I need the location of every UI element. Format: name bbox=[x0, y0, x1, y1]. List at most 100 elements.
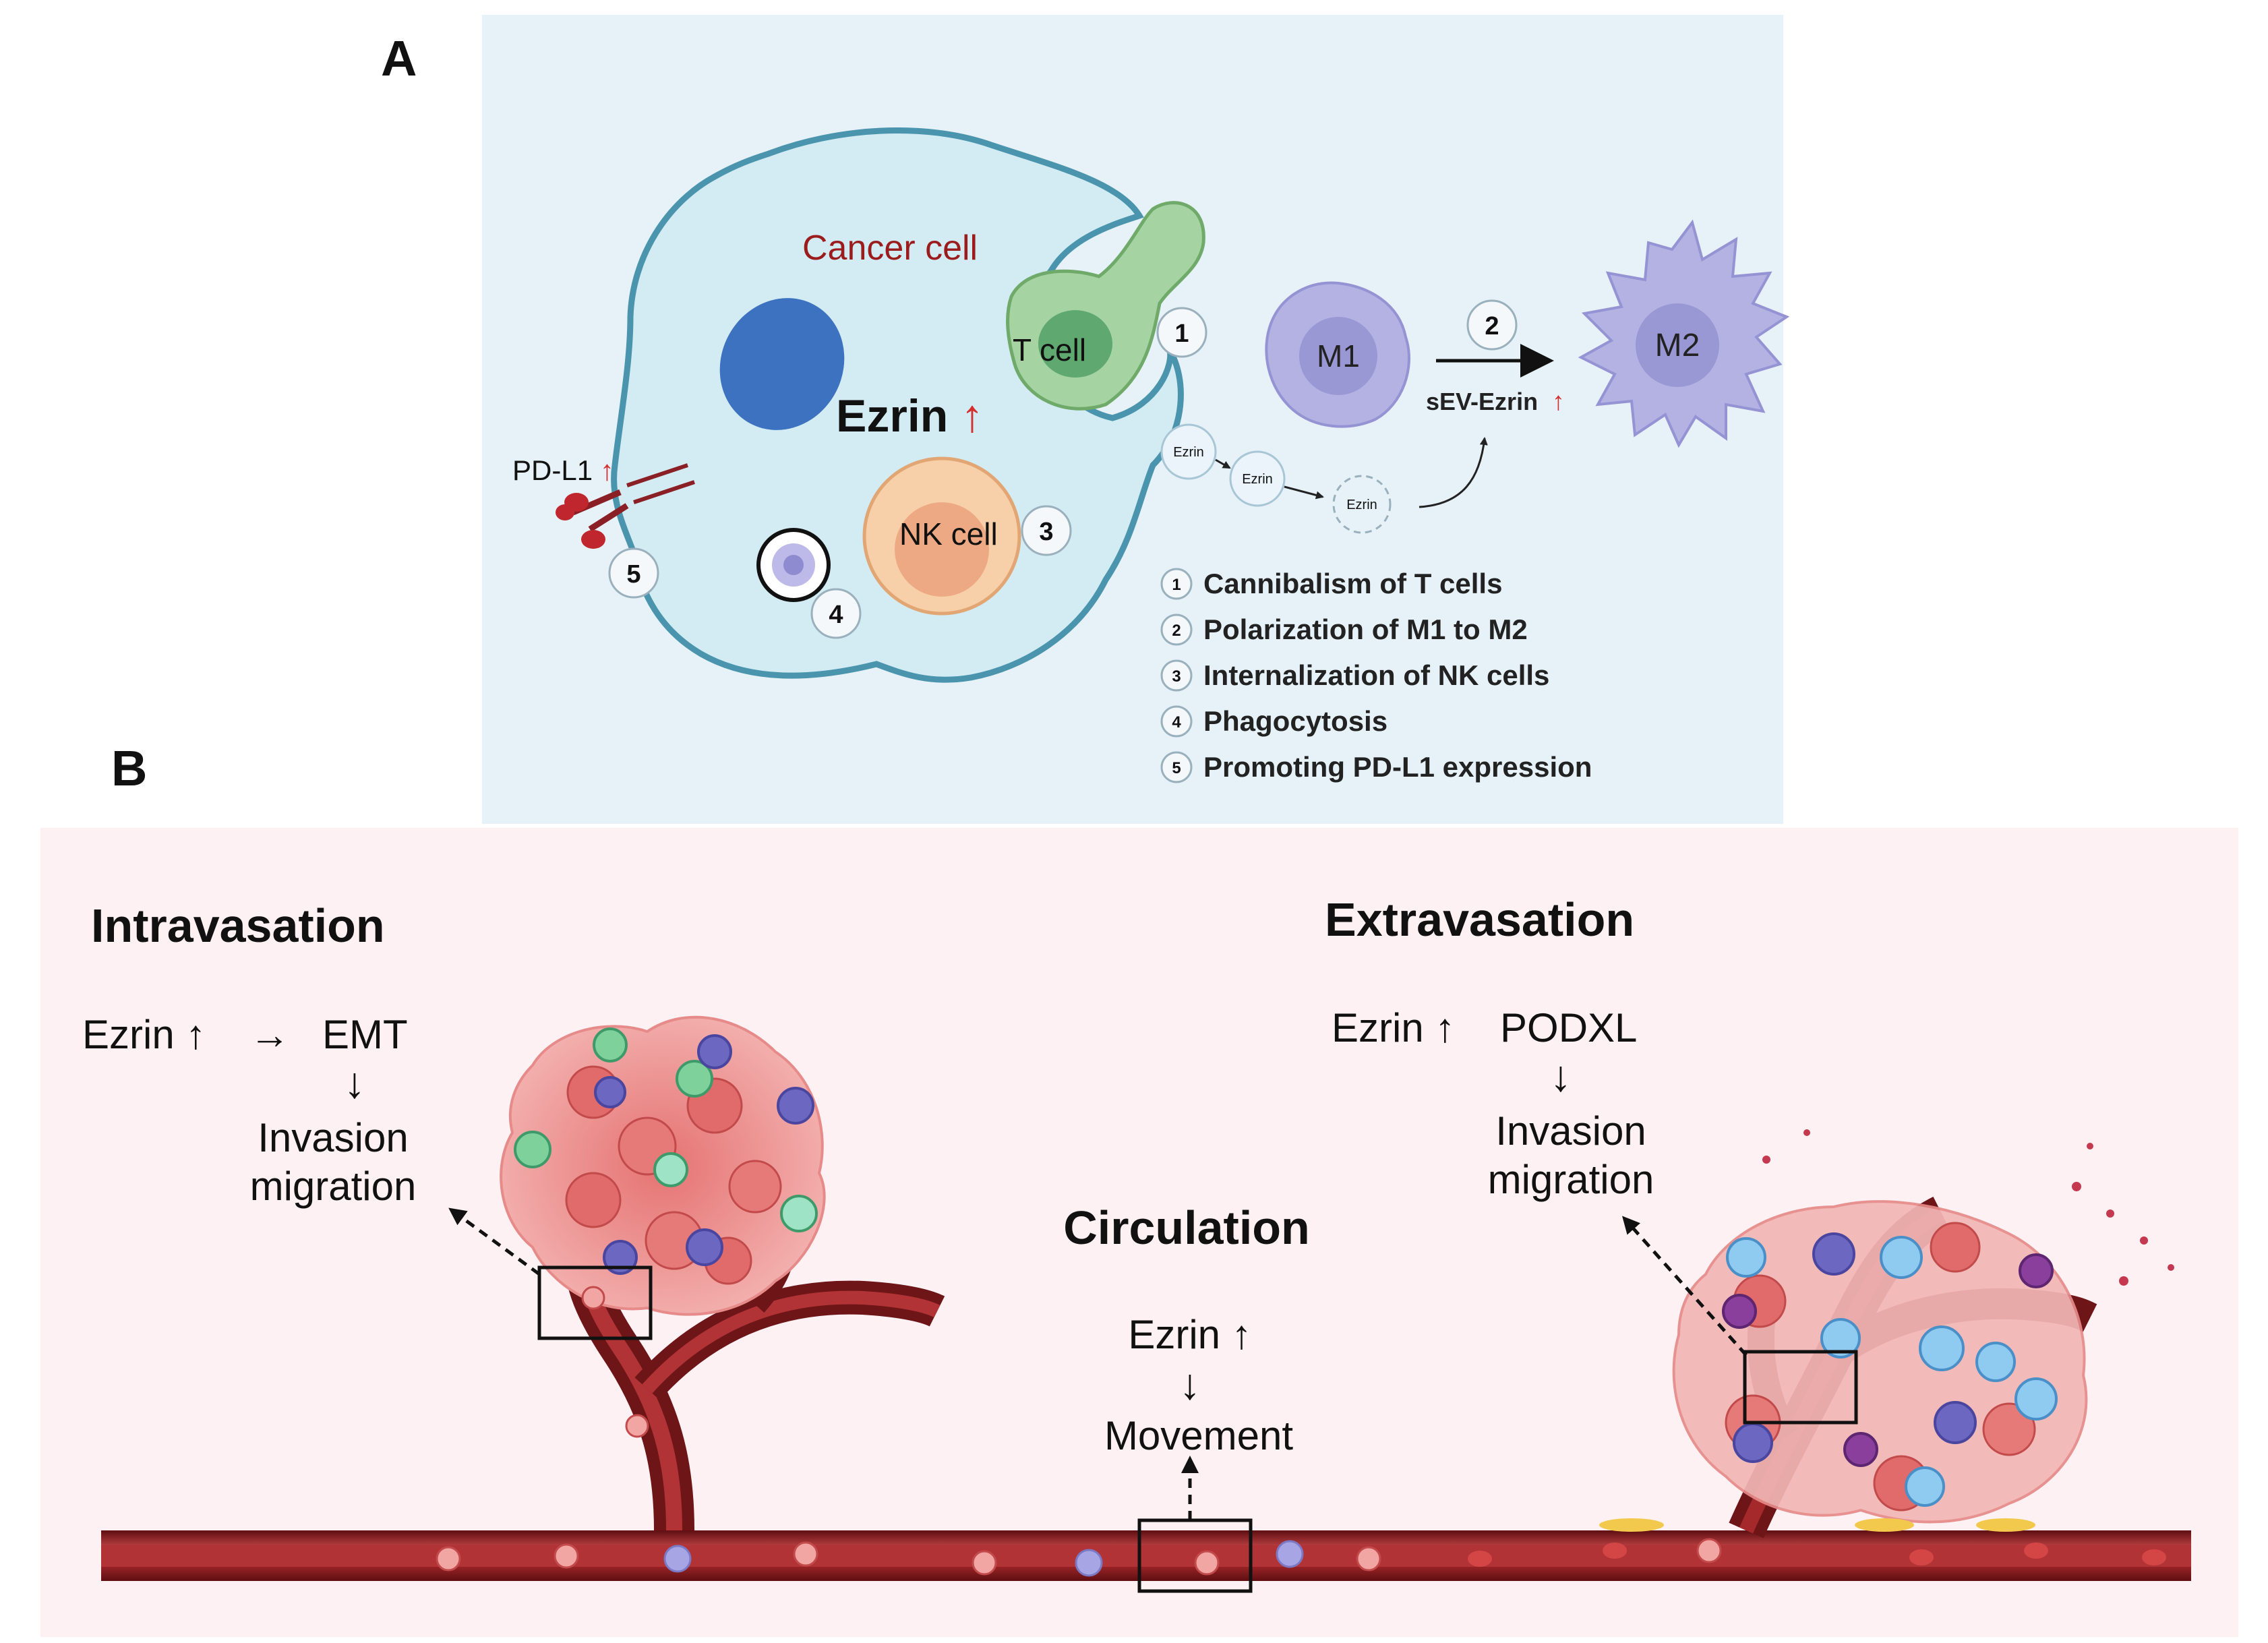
secreted-particle bbox=[2140, 1236, 2148, 1245]
ezrin-up-arrow: ↑ bbox=[961, 390, 984, 442]
immune-cell-purple bbox=[1722, 1294, 1757, 1329]
immune-cell-green bbox=[780, 1195, 818, 1232]
legend-text-1: Cannibalism of T cells bbox=[1203, 568, 1502, 599]
secreted-particle bbox=[1803, 1129, 1810, 1136]
m1-label: M1 bbox=[1317, 338, 1360, 374]
legend-text-5: Promoting PD-L1 expression bbox=[1203, 751, 1592, 783]
vesicle-3-label: Ezrin bbox=[1346, 498, 1377, 512]
phagocytosis-vesicle bbox=[756, 528, 831, 602]
marker-1-circle bbox=[1156, 307, 1207, 358]
intravasation-dashed-arrow bbox=[448, 1207, 541, 1276]
marker-5: 5 bbox=[608, 547, 659, 599]
legend-num-1: 1 bbox=[1172, 576, 1181, 594]
marker-2-label: 2 bbox=[1485, 312, 1499, 340]
left-branch-2-inner bbox=[642, 1290, 941, 1394]
red-blood-cell-flat bbox=[2024, 1543, 2048, 1559]
vesicle-2 bbox=[1229, 450, 1286, 507]
metastatic-tumor bbox=[1599, 1129, 2174, 1532]
nk-cell: NK cell bbox=[862, 456, 1021, 616]
secreted-particle bbox=[2072, 1182, 2081, 1191]
immune-cell-purple bbox=[697, 1034, 732, 1069]
immune-cell-blue bbox=[1726, 1237, 1766, 1278]
legend-marker-4 bbox=[1160, 705, 1193, 738]
nk-cell-nucleus bbox=[895, 502, 989, 597]
t-cell: T cell bbox=[1006, 201, 1205, 411]
pd-l1-up-arrow: ↑ bbox=[600, 454, 614, 486]
pd-l1-stem-2 bbox=[588, 503, 629, 532]
ezrin-label: Ezrin bbox=[836, 390, 948, 442]
vesicle-arrow-1 bbox=[1215, 458, 1231, 469]
red-blood-cell bbox=[1696, 1538, 1722, 1563]
legend-text-4: Phagocytosis bbox=[1203, 705, 1387, 737]
pd-l1-head-2 bbox=[581, 530, 605, 549]
pd-l1-membrane-1 bbox=[626, 463, 688, 487]
legend-item-5: 5 Promoting PD-L1 expression bbox=[1160, 751, 1592, 783]
tumor-cell bbox=[728, 1160, 782, 1214]
pd-l1-membrane-2 bbox=[633, 480, 695, 504]
immune-cell-blue bbox=[1919, 1325, 1965, 1371]
red-blood-cell-flat bbox=[1603, 1543, 1627, 1559]
endothelial-cell bbox=[1976, 1518, 2035, 1532]
endothelial-cell bbox=[1855, 1518, 1914, 1532]
immune-cell-blue bbox=[2015, 1377, 2058, 1421]
immune-cell-blue bbox=[1820, 1318, 1861, 1358]
legend-marker-2 bbox=[1160, 614, 1193, 646]
red-blood-cell-flat bbox=[1468, 1551, 1492, 1567]
marker-1-label: 1 bbox=[1174, 320, 1189, 348]
red-blood-cell bbox=[581, 1286, 605, 1310]
marker-5-circle bbox=[608, 547, 659, 599]
circulation-down-arrow: ↓ bbox=[1179, 1360, 1201, 1408]
ezrin-vesicles: Ezrin Ezrin Ezrin bbox=[1160, 423, 1488, 534]
circulation-movement: Movement bbox=[1104, 1413, 1293, 1458]
extravasation-down-arrow: ↓ bbox=[1550, 1052, 1572, 1100]
engulfed-cell-nucleus bbox=[783, 555, 804, 575]
immune-cell-green bbox=[593, 1027, 628, 1063]
extravasation-box bbox=[1743, 1350, 1858, 1425]
legend-marker-3 bbox=[1160, 659, 1193, 692]
immune-cell-blue bbox=[1975, 1342, 2016, 1382]
vesicle-to-m2-arrow bbox=[1419, 437, 1488, 508]
legend-item-4: 4 Phagocytosis bbox=[1160, 705, 1387, 738]
immune-cell-purple bbox=[1812, 1232, 1855, 1276]
circulation-ezrin: Ezrin ↑ bbox=[1128, 1312, 1251, 1357]
vesicle-arrow-2 bbox=[1284, 485, 1324, 500]
nk-cell-label: NK cell bbox=[899, 516, 998, 551]
panel-a: A Cancer cell Ezrin ↑ T cell NK cell bbox=[381, 15, 1790, 824]
red-blood-cells bbox=[436, 1286, 2166, 1577]
extravasation-title: Extravasation bbox=[1325, 893, 1634, 946]
m2-nucleus bbox=[1636, 303, 1719, 387]
m1-nucleus bbox=[1299, 317, 1377, 395]
vesicle-1 bbox=[1160, 423, 1217, 480]
pd-l1-label: PD-L1 bbox=[512, 454, 593, 486]
intravasation-migration: migration bbox=[250, 1164, 417, 1209]
extravasation-invasion: Invasion bbox=[1495, 1108, 1646, 1154]
intravasation-box bbox=[537, 1265, 653, 1340]
marker-5-label: 5 bbox=[626, 560, 640, 589]
legend-item-2: 2 Polarization of M1 to M2 bbox=[1160, 614, 1528, 646]
pd-l1-head-3 bbox=[556, 504, 574, 520]
immune-cell-blue bbox=[1905, 1466, 1945, 1507]
immune-cell-green bbox=[514, 1131, 551, 1168]
sev-ezrin-up-arrow: ↑ bbox=[1552, 388, 1565, 416]
panel-a-legend: 1 Cannibalism of T cells 2 Polarization … bbox=[1160, 568, 1592, 783]
panel-b-label: B bbox=[111, 740, 147, 796]
marker-4: 4 bbox=[810, 588, 862, 639]
red-blood-cell-flat bbox=[1909, 1549, 1934, 1565]
intravasation-invasion: Invasion bbox=[258, 1115, 408, 1160]
legend-marker-1 bbox=[1160, 568, 1193, 600]
immune-cell-purple bbox=[594, 1076, 626, 1108]
extravasation-podxl: PODXL bbox=[1500, 1005, 1637, 1050]
primary-tumor bbox=[500, 1015, 826, 1316]
immune-cell-purple bbox=[603, 1240, 638, 1275]
t-cell-nucleus bbox=[1038, 310, 1112, 378]
legend-num-4: 4 bbox=[1172, 713, 1181, 731]
immune-cell-blue bbox=[1880, 1236, 1923, 1279]
extravasation-migration: migration bbox=[1488, 1157, 1654, 1202]
m2-label: M2 bbox=[1655, 328, 1700, 363]
sev-ezrin-label: sEV-Ezrin bbox=[1426, 388, 1538, 415]
cancer-cell-label: Cancer cell bbox=[802, 229, 978, 268]
m2-macrophage: M2 bbox=[1578, 219, 1790, 448]
t-cell-label: T cell bbox=[1013, 332, 1086, 367]
vessel-inner bbox=[101, 1545, 2191, 1567]
legend-num-3: 3 bbox=[1172, 667, 1181, 686]
